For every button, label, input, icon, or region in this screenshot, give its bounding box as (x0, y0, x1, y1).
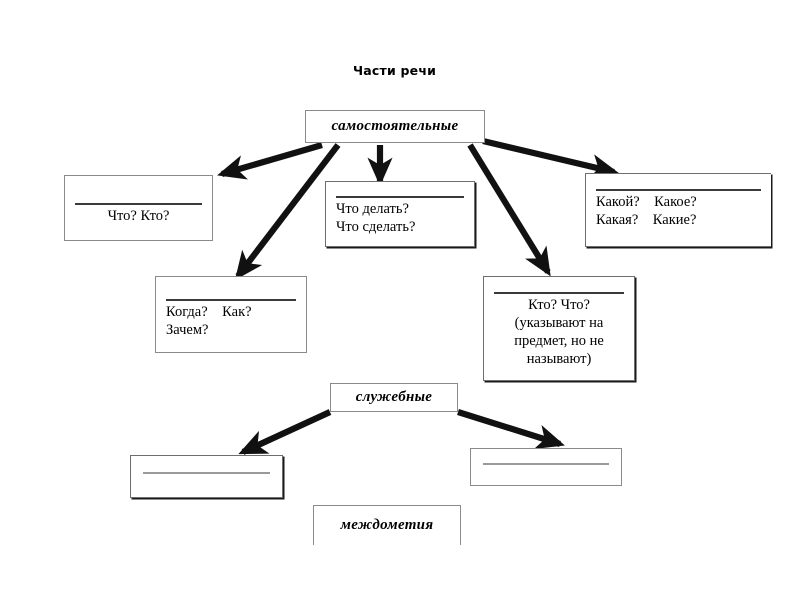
node-verb-questions-text: Что делать? Что сделать? (336, 201, 416, 236)
node-service-right-blank[interactable] (470, 448, 622, 486)
page-title: Части речи (353, 63, 437, 78)
node-adjective-questions[interactable]: Какой? Какое? Какая? Какие? (585, 173, 771, 247)
arrow-root-to-pronoun (467, 143, 551, 277)
node-sluzhebnye[interactable]: служебные (330, 383, 458, 412)
adjective-blank-rule (596, 189, 761, 191)
node-adjective-questions-text: Какой? Какое? Какая? Какие? (596, 194, 697, 229)
adverb-blank-rule (166, 299, 296, 301)
node-mezhdometiya-label: междометия (340, 517, 434, 533)
service-right-blank-rule (483, 463, 609, 465)
node-sluzhebnye-label: служебные (355, 389, 433, 405)
service-left-blank-rule (143, 472, 270, 474)
node-service-left-blank[interactable] (130, 455, 283, 498)
node-adverb-questions[interactable]: Когда? Как? Зачем? (155, 276, 307, 353)
verb-blank-rule (336, 196, 464, 198)
node-samostoyatelnye[interactable]: самостоятельные (305, 110, 485, 143)
noun-blank-rule (75, 203, 202, 205)
node-verb-questions[interactable]: Что делать? Что сделать? (325, 181, 475, 247)
node-pronoun-questions[interactable]: Кто? Что? (указывают на предмет, но не н… (483, 276, 635, 381)
node-pronoun-questions-text: Кто? Что? (указывают на предмет, но не н… (514, 297, 604, 368)
arrow-root-to-adverb (234, 143, 341, 281)
node-adverb-questions-text: Когда? Как? Зачем? (166, 304, 252, 339)
arrow-root-to-adjective (482, 137, 619, 179)
node-samostoyatelnye-label: самостоятельные (331, 118, 459, 134)
arrow-root-to-noun (217, 142, 323, 180)
node-noun-questions-text: Что? Кто? (107, 208, 170, 224)
arrow-service-to-right (457, 409, 565, 449)
arrow-service-to-left (238, 409, 332, 455)
node-noun-questions[interactable]: Что? Кто? (64, 175, 213, 241)
pronoun-blank-rule (494, 292, 624, 294)
node-mezhdometiya[interactable]: междометия (313, 505, 461, 545)
